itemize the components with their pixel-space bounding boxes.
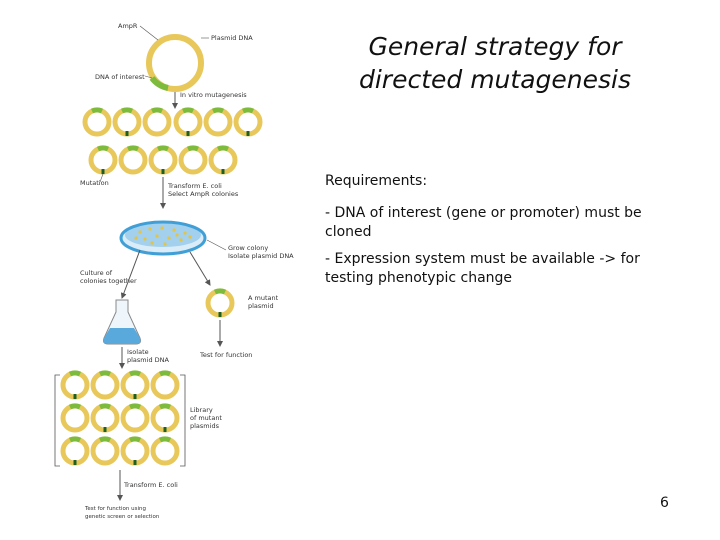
library-line-2: of mutant	[190, 414, 222, 422]
transform-line-2: Select AmpR colonies	[168, 190, 239, 198]
page-number: 6	[660, 495, 669, 511]
library-line-1: Library	[190, 406, 213, 414]
title-line-1: General strategy for	[368, 32, 622, 61]
transform2-label: Transform E. coli	[123, 481, 178, 489]
final-line-2: genetic screen or selection	[85, 514, 160, 520]
plasmid-dna-label: Plasmid DNA	[211, 34, 253, 42]
plasmid-row-1	[85, 110, 260, 136]
isolate-line-2: plasmid DNA	[127, 356, 169, 364]
transform-line-1: Transform E. coli	[167, 182, 222, 190]
mutant-plasmid	[208, 291, 232, 317]
requirement-2: - Expression system must be available ->…	[325, 251, 640, 286]
grow-line-2: Isolate plasmid DNA	[228, 252, 294, 260]
dna-of-interest-label: DNA of interest	[95, 73, 145, 81]
amp-pointer	[139, 25, 159, 41]
in-vitro-label: In vitro mutagenesis	[180, 91, 247, 99]
slide-title: General strategy for directed mutagenesi…	[330, 30, 660, 96]
mutant-line-1: A mutant	[248, 294, 279, 302]
mutagenesis-diagram: AmpR Plasmid DNA DNA of interest In vitr…	[54, 22, 294, 520]
library-bracket-right	[180, 374, 186, 467]
plasmid-library	[63, 373, 177, 465]
culture-line-2: colonies together	[80, 277, 137, 285]
arrow-culture	[120, 249, 141, 299]
mutant-line-2: plasmid	[248, 302, 274, 310]
mutation-label: Mutation	[80, 179, 109, 187]
plasmid-row-2	[91, 148, 235, 174]
isolate-line-1: Isolate	[127, 348, 149, 356]
final-line-1: Test for function using	[84, 506, 146, 512]
petri-dish	[119, 220, 207, 256]
grow-line-1: Grow colony	[228, 244, 268, 252]
culture-line-1: Culture of	[80, 269, 113, 277]
library-bracket-left	[54, 374, 60, 467]
grow-pointer	[206, 239, 227, 251]
library-line-3: plasmids	[190, 422, 220, 430]
flask	[103, 299, 141, 345]
mutation-pointer	[99, 173, 104, 183]
dna-interest-pointer	[144, 75, 153, 79]
test-function-label: Test for function	[199, 351, 252, 359]
requirement-1: - DNA of interest (gene or promoter) mus…	[325, 205, 642, 240]
arrow-mutant-plasmid	[189, 251, 211, 286]
amp-label: AmpR	[118, 22, 138, 30]
requirements-heading: Requirements:	[325, 173, 428, 189]
top-plasmid	[146, 34, 204, 92]
title-line-2: directed mutagenesis	[358, 65, 631, 94]
